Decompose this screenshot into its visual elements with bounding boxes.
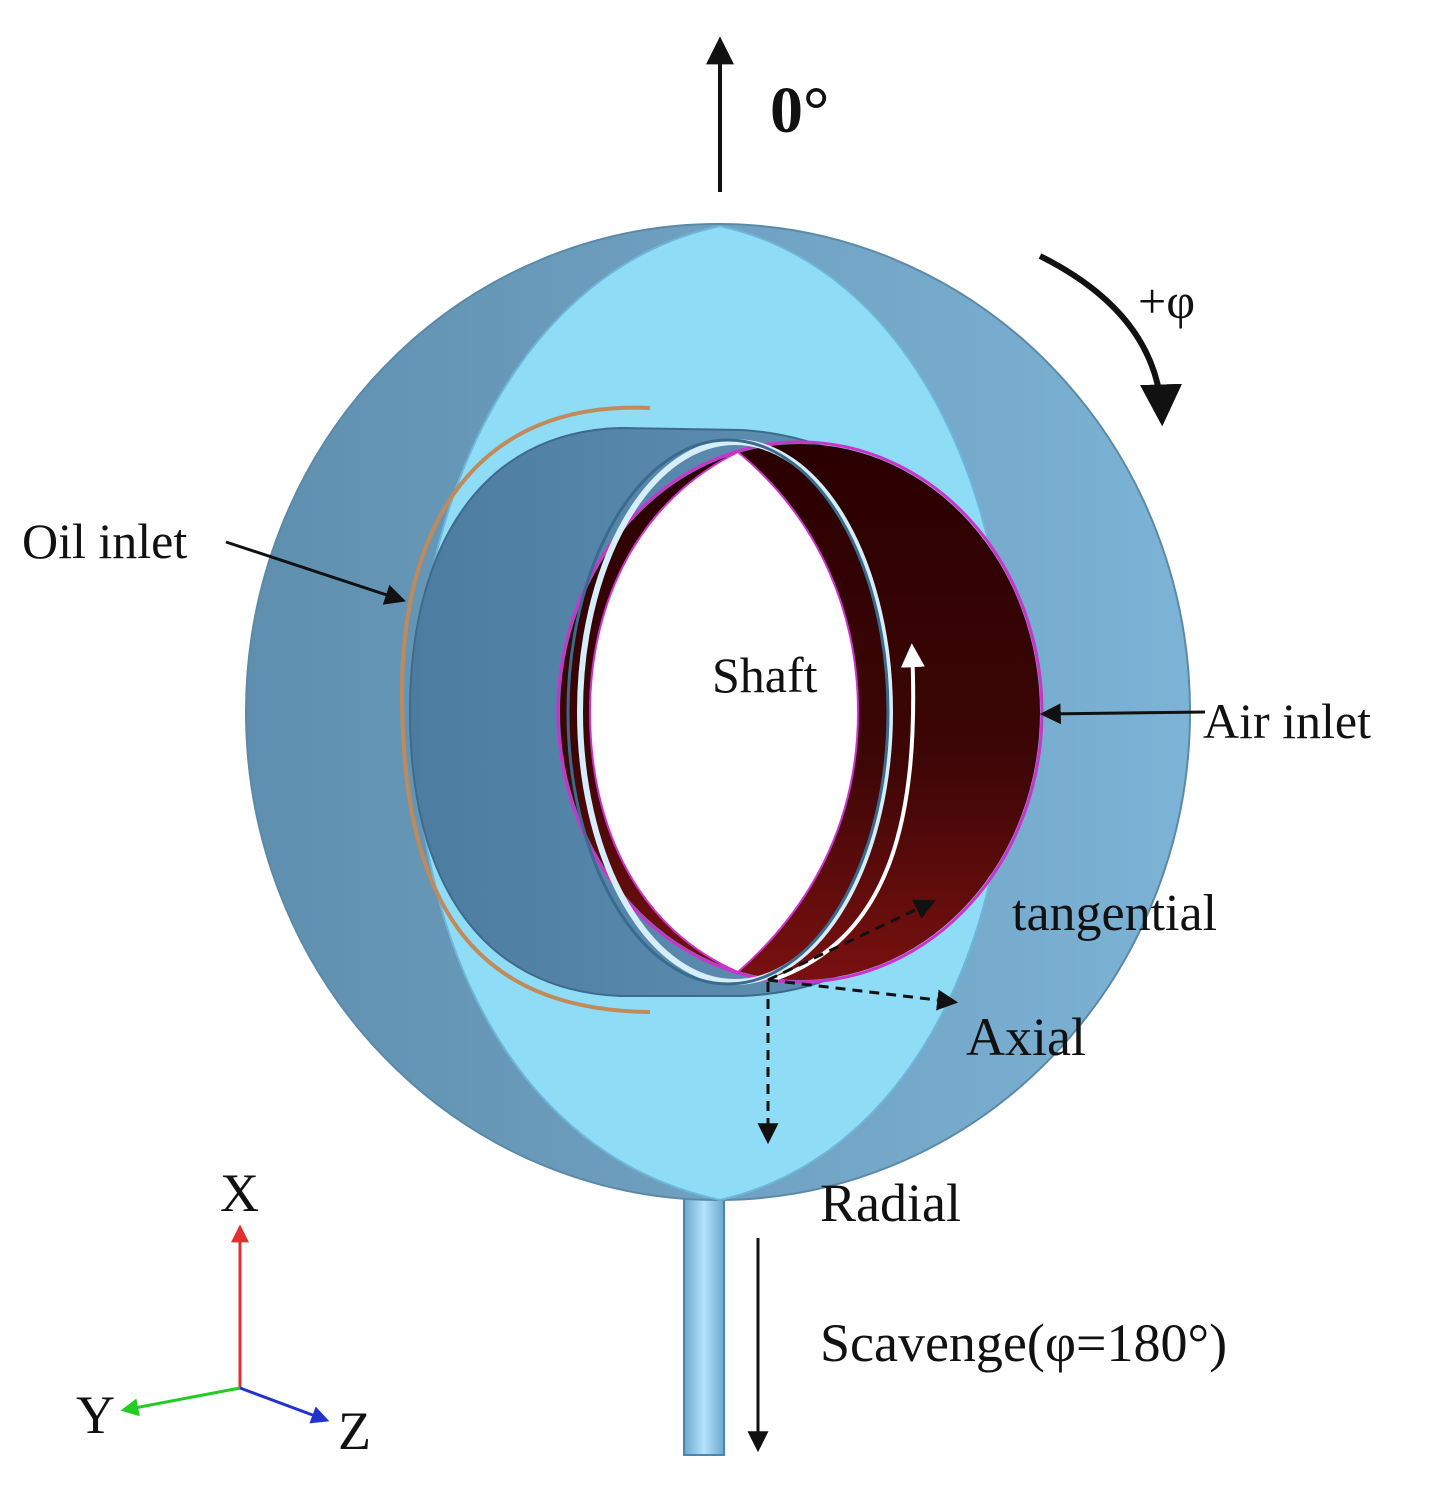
oil-inlet-ring [399,405,651,1014]
phi-label: +φ [1138,273,1196,329]
oil-inlet-label: Oil inlet [22,513,188,569]
y-axis-arrow [120,1386,241,1417]
air-inlet-label: Air inlet [1203,693,1372,749]
axial-vector [767,978,959,1011]
cylinder-rim [577,439,893,985]
shaft-label: Shaft [712,647,818,703]
radial-label: Radial [820,1173,961,1233]
shaft-opening [588,450,860,974]
air-inlet-leader [1039,703,1206,725]
tangential-label: tangential [1012,885,1218,942]
x-axis-label: X [220,1163,259,1223]
axial-label: Axial [966,1007,1086,1067]
shaft-rotation-arrow [771,643,925,982]
y-axis-label: Y [76,1385,115,1445]
oil-inlet-leader [225,540,406,605]
z-axis-arrow [239,1386,330,1424]
phi-rotation-arrow [1038,253,1182,427]
scavenge-label: Scavenge(φ=180°) [820,1313,1228,1373]
tangential-vector [767,899,936,982]
zero-degree-label: 0° [770,74,830,147]
cylinder-rim-shadow [566,438,890,986]
z-axis-label: Z [338,1401,371,1461]
